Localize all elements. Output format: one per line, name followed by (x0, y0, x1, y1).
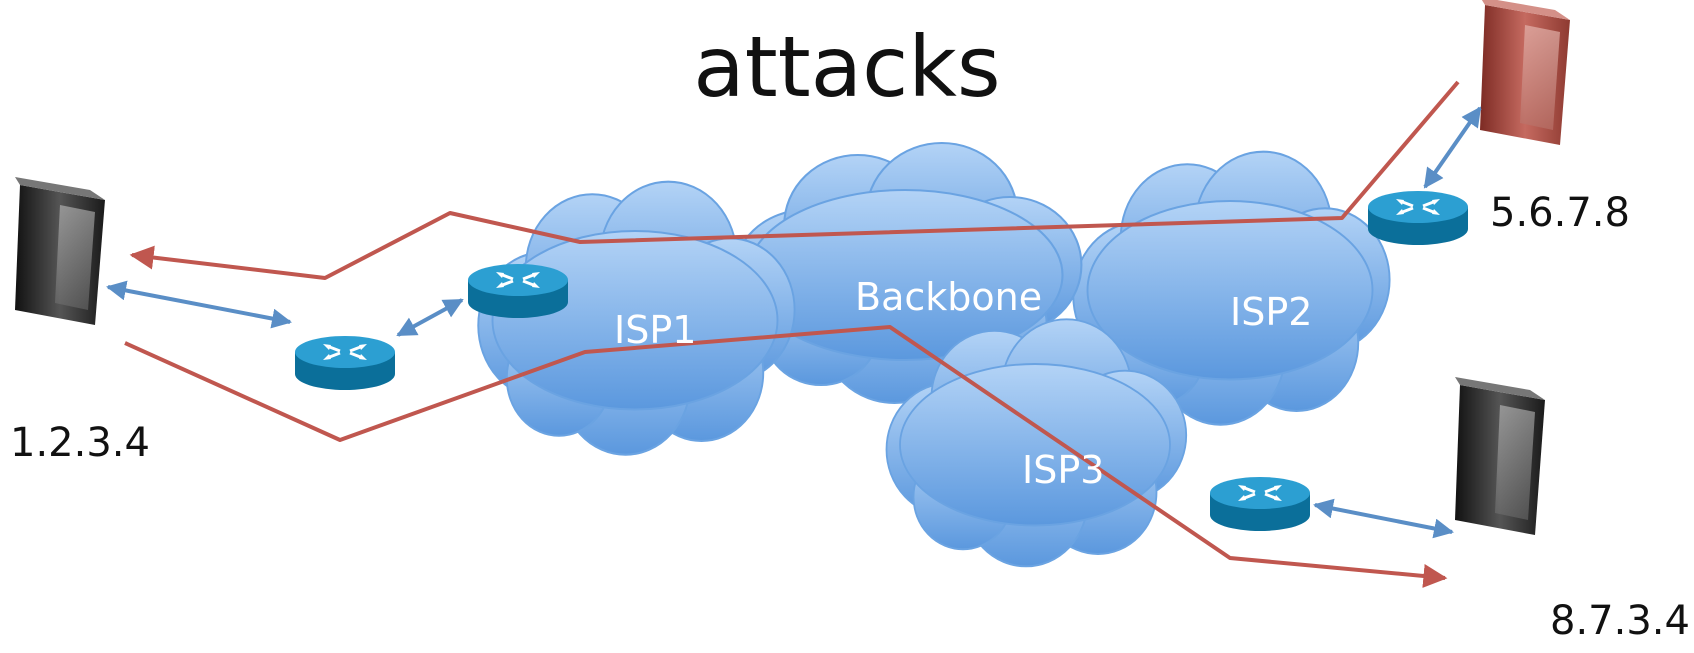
server-attacker-icon (1480, 0, 1570, 145)
server-bottom-right-icon (1455, 377, 1545, 535)
cloud-isp2-label: ISP2 (1230, 290, 1313, 334)
attack-path-to-victim (129, 80, 1460, 280)
ip-left-label: 1.2.3.4 (10, 420, 150, 466)
attack-path-spoofed (124, 325, 1448, 588)
router-isp3-icon (1208, 475, 1312, 533)
router-isp2-icon (1366, 189, 1470, 247)
cloud-isp3-label: ISP3 (1022, 448, 1105, 492)
diagram-title: attacks (693, 18, 1001, 116)
server-left-icon (15, 177, 105, 325)
link-isp3-server (1313, 498, 1454, 539)
cloud-isp1-label: ISP1 (614, 308, 697, 352)
cloud-backbone-label: Backbone (855, 275, 1043, 319)
ip-top-right-label: 5.6.7.8 (1490, 190, 1630, 236)
link-isp2-attacker (1423, 106, 1482, 189)
router-left-icon (293, 334, 397, 392)
link-left-server-router (106, 280, 292, 329)
router-isp1-icon (466, 262, 570, 320)
ip-bottom-right-label: 8.7.3.4 (1550, 598, 1690, 644)
link-router-router (396, 298, 464, 337)
